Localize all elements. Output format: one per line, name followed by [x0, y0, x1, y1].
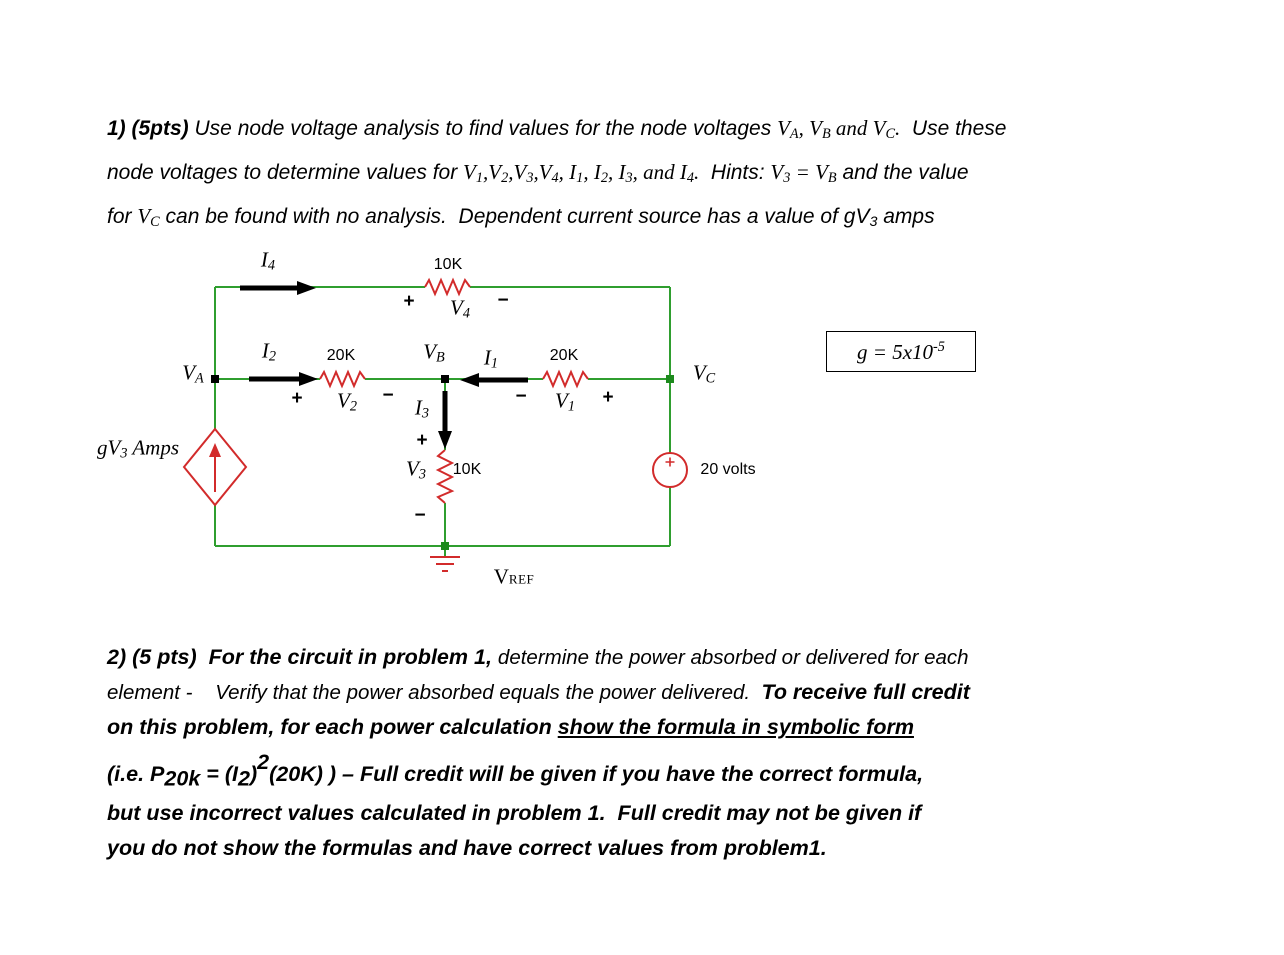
label-resistor-left: 20K	[326, 347, 356, 364]
problem2-line-3: on this problem, for each power calculat…	[107, 715, 914, 739]
label-vb: VB	[423, 339, 445, 366]
node-va	[211, 375, 219, 383]
label-v3-minus: −	[414, 505, 426, 526]
current-arrow-i2	[249, 372, 318, 386]
problem2-line-5: but use incorrect values calculated in p…	[107, 800, 922, 825]
label-v4: V4	[450, 295, 470, 322]
label-resistor-middle: 10K	[452, 461, 482, 478]
label-gv3-amps: gV3 Amps	[96, 435, 180, 462]
label-i4: I4	[260, 247, 276, 274]
gain-value: g = 5x10-5	[857, 338, 945, 364]
node-vb	[441, 375, 449, 383]
ground-icon	[430, 556, 460, 572]
problem1-line-2: node voltages to determine values for V1…	[107, 160, 969, 187]
label-v3: V3	[406, 456, 426, 483]
problem1-line-1: 1) (5pts) Use node voltage analysis to f…	[107, 116, 1007, 143]
resistor-10k-top-icon	[424, 277, 471, 297]
label-vc: VC	[692, 360, 716, 387]
current-arrow-i3	[438, 391, 452, 449]
label-resistor-right: 20K	[549, 347, 579, 364]
label-v4-plus: +	[403, 291, 415, 312]
node-vc	[666, 375, 674, 383]
label-v4-minus: −	[497, 290, 509, 311]
label-v1-plus: +	[602, 387, 614, 408]
label-v2: V2	[337, 388, 357, 415]
label-voltage-source-value: 20 volts	[700, 461, 756, 478]
gain-value-box: g = 5x10-5	[826, 331, 976, 372]
current-arrow-i1	[460, 373, 528, 387]
resistor-20k-right-icon	[542, 369, 589, 389]
label-i3: I3	[414, 395, 430, 422]
problem1-text: 1) (5pts) Use node voltage analysis to f…	[107, 109, 1006, 241]
label-va: VA	[182, 360, 204, 387]
dependent-current-source-icon	[182, 427, 248, 507]
resistor-10k-middle-icon	[435, 449, 455, 504]
label-v2-minus: −	[382, 385, 394, 406]
label-v1: V1	[555, 388, 575, 415]
problem1-line-3: for VC can be found with no analysis. De…	[107, 204, 935, 231]
node-vref	[441, 542, 449, 550]
problem2-text: 2) (5 pts) For the circuit in problem 1,…	[107, 640, 970, 866]
problem2-line-2: element - Verify that the power absorbed…	[107, 680, 970, 704]
label-vref: VREF	[493, 564, 535, 589]
label-v2-plus: +	[291, 388, 303, 409]
current-arrow-i4	[240, 281, 316, 295]
voltage-source-icon	[652, 452, 688, 488]
label-i1: I1	[483, 345, 499, 372]
problem2-line-6: you do not show the formulas and have co…	[107, 835, 827, 860]
label-v3-plus: +	[416, 430, 428, 451]
label-v1-minus: −	[515, 386, 527, 407]
problem2-line-1: 2) (5 pts) For the circuit in problem 1,…	[107, 645, 969, 669]
label-i2: I2	[261, 338, 277, 365]
label-resistor-top: 10K	[433, 256, 463, 273]
problem2-line-4: (i.e. P20k = (I2)2(20K) ) – Full credit …	[107, 750, 924, 791]
resistor-20k-left-icon	[319, 369, 366, 389]
